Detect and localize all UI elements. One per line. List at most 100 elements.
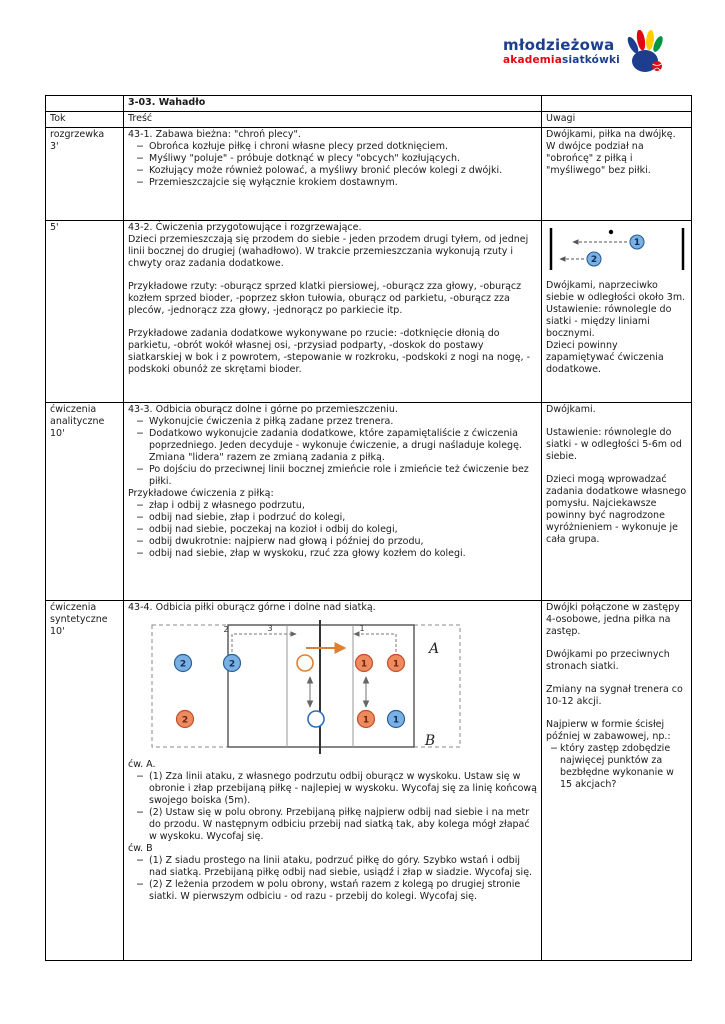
paragraph: Dwójkami po przeciwnych stronach siatki. <box>546 648 670 672</box>
spacer <box>546 463 687 474</box>
player-ball-1: 1 <box>628 234 645 250</box>
ball-number: 2 <box>590 255 596 265</box>
bullet-dash: − <box>136 164 144 176</box>
logo-subtitle: akademiasiatkówki <box>503 55 620 66</box>
lesson-plan-table: 3-03. Wahadło Tok Treść Uwagi rozgrzewka… <box>45 95 692 961</box>
col-header-tok: Tok <box>45 110 124 128</box>
player-ball-orange: 1 <box>386 653 406 673</box>
paragraph: 43-1. Zabawa bieżna: "chroń plecy". <box>128 128 301 140</box>
bullet-dash: − <box>136 854 144 866</box>
bullet-text: odbij nad siebie, poczekaj na kozioł i o… <box>149 523 398 535</box>
pendulum-diagram: 1 2 <box>549 227 684 270</box>
logo-subtitle-akademia: akademia <box>503 54 563 67</box>
spacer <box>546 638 687 649</box>
bullet-dash: − <box>136 152 144 164</box>
content-text-block: 43-3. Odbicia oburącz dolne i górne po p… <box>128 404 537 560</box>
ball-number: 1 <box>393 659 399 669</box>
paragraph: 43-2. Ćwiczenia przygotowujące i rozgrze… <box>128 221 362 233</box>
ball-number: 2 <box>229 659 235 669</box>
bullet-item: −Kozłujący może również polować, a myśli… <box>128 165 537 177</box>
tok-cell-row4: ćwiczenia syntetyczne 10' <box>45 599 124 961</box>
bullet-text: złap i odbij z własnego podrzutu, <box>149 499 305 511</box>
logo: młodzieżowa akademiasiatkówki <box>503 30 666 74</box>
paragraph: Dzieci przemieszczają się przodem do sie… <box>128 233 529 269</box>
table-row: 5' 43-2. Ćwiczenia przygotowujące i rozg… <box>45 219 692 403</box>
paragraph: W dwójce podział na "obrońcę" z piłką i … <box>546 140 651 176</box>
spacer <box>128 270 537 281</box>
bullet-item: −(2) Z leżenia przodem w polu obrony, ws… <box>128 879 537 903</box>
bullet-text: Wykonujcie ćwiczenia z piłką zadane prze… <box>149 415 394 427</box>
paragraph: Ustawienie: równolegle do siatki - w odl… <box>546 426 682 462</box>
player-ball-orange: 2 <box>175 709 195 729</box>
paragraph: Przykładowe rzuty: -oburącz sprzed klatk… <box>128 280 522 316</box>
bullet-text: (1) Z siadu prostego na linii ataku, pod… <box>149 854 533 878</box>
player-ball-blue: 2 <box>222 653 242 673</box>
marker-dot <box>608 229 613 235</box>
ball-number: 2 <box>180 659 186 669</box>
spacer <box>546 416 687 427</box>
bullet-item: −(1) Z siadu prostego na linii ataku, po… <box>128 855 537 879</box>
table-row: ćwiczenia syntetyczne 10' 43-4. Odbicia … <box>45 599 692 961</box>
ball-number: 2 <box>182 715 188 725</box>
bullet-text: odbij dwukrotnie: najpierw nad głową i p… <box>149 535 424 547</box>
bullet-text: (2) Z leżenia przodem w polu obrony, wst… <box>149 878 521 902</box>
table-row: ćwiczenia analityczne 10' 43-3. Odbicia … <box>45 401 692 601</box>
bullet-text: (1) Zza linii ataku, z własnego podrzutu… <box>149 770 537 806</box>
bullet-item: −odbij dwukrotnie: najpierw nad głową i … <box>128 536 537 548</box>
team-label-a: A <box>427 641 439 657</box>
spacer <box>546 708 687 719</box>
tok-cell-row3: ćwiczenia analityczne 10' <box>45 401 124 601</box>
setter-circle-top <box>296 654 314 672</box>
bullet-text: (2) Ustaw się w polu obrony. Przebijaną … <box>149 806 530 842</box>
bullet-item: −Obrońca kozłuje piłkę i chroni własne p… <box>128 141 537 153</box>
bullet-dash: − <box>136 770 144 782</box>
bullet-item: −Dodatkowo wykonujcie zadania dodatkowe,… <box>128 428 537 464</box>
spacer <box>128 317 537 328</box>
movement-path-right <box>353 631 397 652</box>
path-label: 2 <box>223 625 228 634</box>
paragraph: Dzieci mogą wprowadzać zadania dodatkowe… <box>546 473 687 545</box>
bullet-text: Kozłujący może również polować, a myśliw… <box>149 164 503 176</box>
content-intro-block: 43-4. Odbicia piłki oburącz górne i doln… <box>128 602 537 614</box>
column-header-row: Tok Treść Uwagi <box>45 110 692 128</box>
col-header-tresc: Treść <box>123 110 542 128</box>
bullet-dash: − <box>136 463 144 475</box>
title-row-empty-right <box>541 95 692 112</box>
paragraph: Dwójkami. <box>546 403 596 415</box>
paragraph: Przykładowe ćwiczenia z piłką: <box>128 487 274 499</box>
player-ball-blue: 2 <box>173 653 193 673</box>
bullet-item: −odbij nad siebie, złap i podrzuć do kol… <box>128 512 537 524</box>
bullet-text: Dodatkowo wykonujcie zadania dodatkowe, … <box>149 427 522 463</box>
paragraph: Dwójkami, piłka na dwójkę. <box>546 128 676 140</box>
uwagi-cell-row2: 1 2 Dwójkami, naprzeciwko siebie w odleg… <box>541 219 692 403</box>
content-text-block: 43-2. Ćwiczenia przygotowujące i rozgrze… <box>128 222 537 376</box>
paragraph: ćw. A. <box>128 758 156 770</box>
bullet-item: −Wykonujcie ćwiczenia z piłką zadane prz… <box>128 416 537 428</box>
bullet-dash: − <box>136 535 144 547</box>
uwagi-text-block: Dwójki połączone w zastępy 4-osobowe, je… <box>546 602 687 791</box>
logo-text: młodzieżowa akademiasiatkówki <box>503 38 620 66</box>
paragraph: Dwójki połączone w zastępy 4-osobowe, je… <box>546 601 680 637</box>
bullet-item: −Myśliwy "poluje" - próbuje dotknąć w pl… <box>128 153 537 165</box>
bullet-dash: − <box>136 140 144 152</box>
paragraph: Zmiany na sygnał trenera co 10-12 akcji. <box>546 683 683 707</box>
bullet-text: odbij nad siebie, złap w wyskoku, rzuć z… <box>149 547 466 559</box>
bullet-dash: − <box>136 511 144 523</box>
uwagi-text-block: Dwójkami, piłka na dwójkę.W dwójce podzi… <box>546 129 687 177</box>
ball-number: 1 <box>361 659 367 669</box>
bullet-item: −Po dojściu do przeciwnej linii bocznej … <box>128 464 537 488</box>
content-cell-row1: 43-1. Zabawa bieżna: "chroń plecy".−Obro… <box>123 126 542 221</box>
table-row: rozgrzewka 3' 43-1. Zabawa bieżna: "chro… <box>45 126 692 221</box>
paragraph: Dwójkami, naprzeciwko siebie w odległośc… <box>546 279 686 303</box>
uwagi-cell-row4: Dwójki połączone w zastępy 4-osobowe, je… <box>541 599 692 961</box>
volleyball-court-diagram: 2 3 1 2 2 1 <box>151 619 461 754</box>
retreat-zone-left <box>151 624 229 748</box>
spacer <box>546 673 687 684</box>
ball-number: 1 <box>633 238 639 248</box>
bullet-dash: − <box>136 415 144 427</box>
path-label: 3 <box>267 624 272 633</box>
bullet-dash: − <box>136 176 144 188</box>
paragraph: 43-4. Odbicia piłki oburącz górne i doln… <box>128 601 376 613</box>
bullet-text: Myśliwy "poluje" - próbuje dotknąć w ple… <box>149 152 461 164</box>
